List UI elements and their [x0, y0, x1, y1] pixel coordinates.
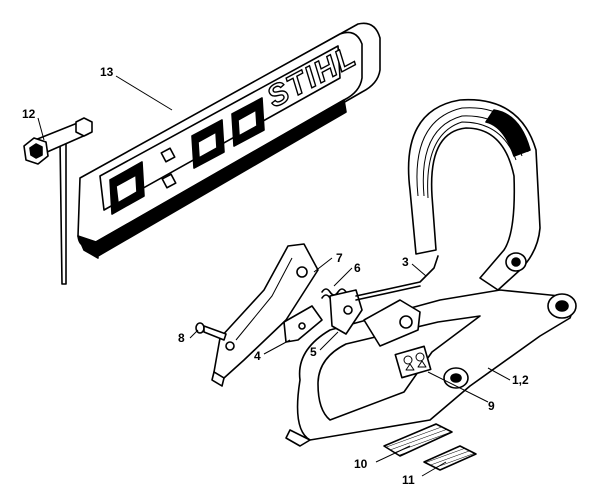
part-12-combination-wrench	[23, 117, 93, 285]
part-7-hand-guard	[211, 243, 319, 387]
part-13-chain-guard: STIHL	[77, 22, 381, 259]
callout-3: 3	[402, 255, 409, 269]
callout-6: 6	[354, 261, 361, 275]
part-1-2-handle-frame	[285, 98, 577, 447]
callout-1-2: 1,2	[512, 373, 529, 387]
callout-5: 5	[310, 345, 317, 359]
callout-7: 7	[336, 251, 343, 265]
part-10-label	[383, 423, 453, 457]
part-5-lever	[329, 289, 363, 335]
part-4-lever	[283, 305, 323, 343]
callout-12: 12	[22, 107, 36, 121]
guard-grip-cells	[109, 97, 265, 215]
part-8-screw	[195, 322, 227, 341]
callouts: 13 12 7 6 3 8 4 5 9 1,2 10 11	[22, 65, 529, 487]
leader-lines	[37, 75, 511, 477]
callout-13: 13	[100, 65, 114, 79]
callout-11: 11	[402, 473, 415, 487]
callout-4: 4	[254, 349, 261, 363]
callout-10: 10	[354, 457, 368, 471]
callout-8: 8	[178, 331, 185, 345]
part-11-label	[423, 445, 477, 471]
callout-9: 9	[488, 399, 495, 413]
part-3-rod	[355, 255, 439, 301]
